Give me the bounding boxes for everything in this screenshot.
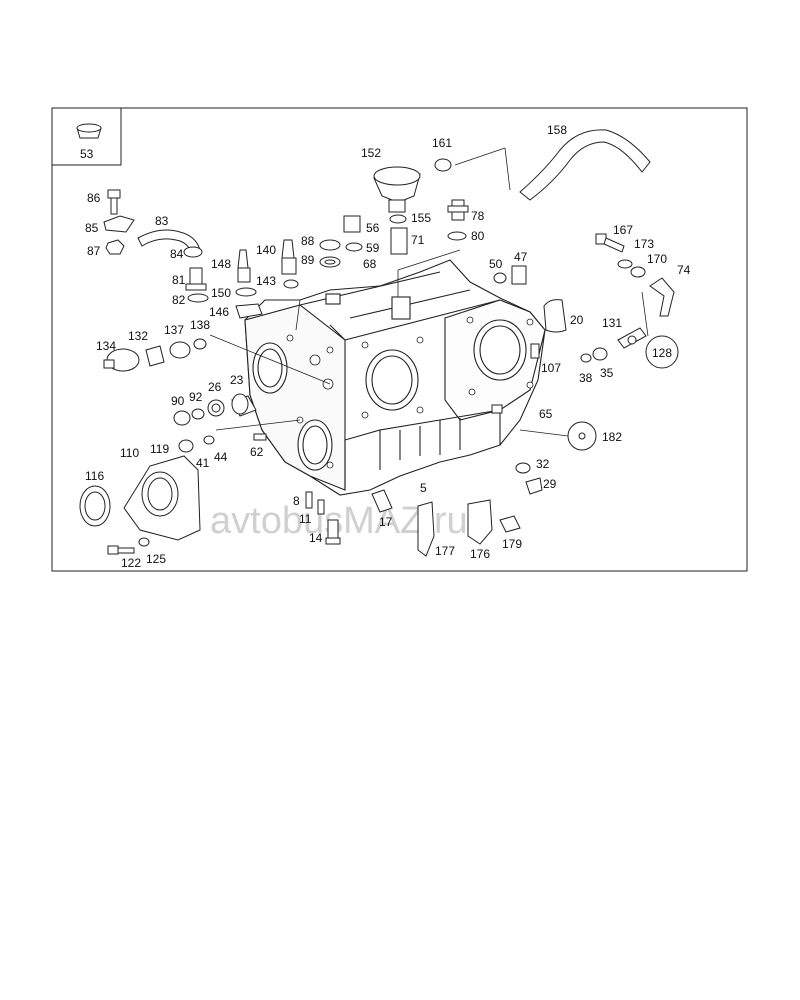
callout-23: 23	[230, 373, 244, 387]
callout-84: 84	[170, 247, 184, 261]
callout-11: 11	[299, 512, 312, 526]
callout-150: 150	[211, 286, 231, 300]
callout-83: 83	[155, 214, 169, 228]
callout-138: 138	[190, 318, 210, 332]
callout-132: 132	[128, 329, 148, 343]
callout-137: 137	[164, 323, 184, 337]
callout-14: 14	[309, 531, 323, 545]
callout-148: 148	[211, 257, 231, 271]
callout-173: 173	[634, 237, 654, 251]
callout-20: 20	[570, 313, 584, 327]
callout-86: 86	[87, 191, 101, 205]
callout-87: 87	[87, 244, 101, 258]
callout-176: 176	[470, 547, 490, 561]
callout-41: 41	[196, 456, 210, 470]
callout-17: 17	[379, 515, 393, 529]
callout-155: 155	[411, 211, 431, 225]
callout-116: 116	[85, 469, 104, 483]
callout-146: 146	[209, 305, 229, 319]
callout-56: 56	[366, 221, 380, 235]
callout-152: 152	[361, 146, 381, 160]
callout-85: 85	[85, 221, 99, 235]
callout-125: 125	[146, 552, 166, 566]
callout-26: 26	[208, 380, 222, 394]
callout-59: 59	[366, 241, 380, 255]
callout-80: 80	[471, 229, 485, 243]
diagram-frame	[51, 107, 748, 572]
callout-167: 167	[613, 223, 633, 237]
callout-90: 90	[171, 394, 185, 408]
callout-119: 119	[150, 442, 169, 456]
callout-44: 44	[214, 450, 228, 464]
callout-128: 128	[652, 346, 672, 360]
callout-8: 8	[293, 494, 300, 508]
callout-labels: 53 86 85 87 83 84 81 82 148 140 143 150 …	[80, 123, 691, 570]
callout-158: 158	[547, 123, 567, 137]
callout-47: 47	[514, 250, 528, 264]
inset-box	[51, 107, 122, 166]
callout-140: 140	[256, 243, 276, 257]
callout-29: 29	[543, 477, 557, 491]
callout-35: 35	[600, 366, 614, 380]
callout-177: 177	[435, 544, 455, 558]
callout-170: 170	[647, 252, 667, 266]
callout-68: 68	[363, 257, 377, 271]
callout-134: 134	[96, 339, 116, 353]
callout-50: 50	[489, 257, 503, 271]
cup-plug-part	[76, 123, 102, 139]
callout-32: 32	[536, 457, 550, 471]
callout-182: 182	[602, 430, 622, 444]
callout-71: 71	[411, 233, 425, 247]
callout-62: 62	[250, 445, 264, 459]
leader-lines	[209, 147, 649, 437]
callout-65: 65	[539, 407, 553, 421]
callout-78: 78	[471, 209, 485, 223]
loose-parts	[79, 129, 679, 557]
callout-89: 89	[301, 253, 315, 267]
callout-179: 179	[502, 537, 522, 551]
callout-38: 38	[579, 371, 593, 385]
callout-143: 143	[256, 274, 276, 288]
callout-88: 88	[301, 234, 315, 248]
callout-131: 131	[602, 316, 622, 330]
callout-82: 82	[172, 293, 186, 307]
callout-5: 5	[420, 481, 427, 495]
callout-110: 110	[120, 446, 139, 460]
callout-74: 74	[677, 263, 691, 277]
callout-81: 81	[172, 273, 186, 287]
engine-block	[244, 259, 546, 496]
callout-107: 107	[541, 361, 561, 375]
callout-53: 53	[80, 147, 94, 161]
callout-161: 161	[432, 136, 452, 150]
callout-92: 92	[189, 390, 203, 404]
callout-122: 122	[121, 556, 141, 570]
